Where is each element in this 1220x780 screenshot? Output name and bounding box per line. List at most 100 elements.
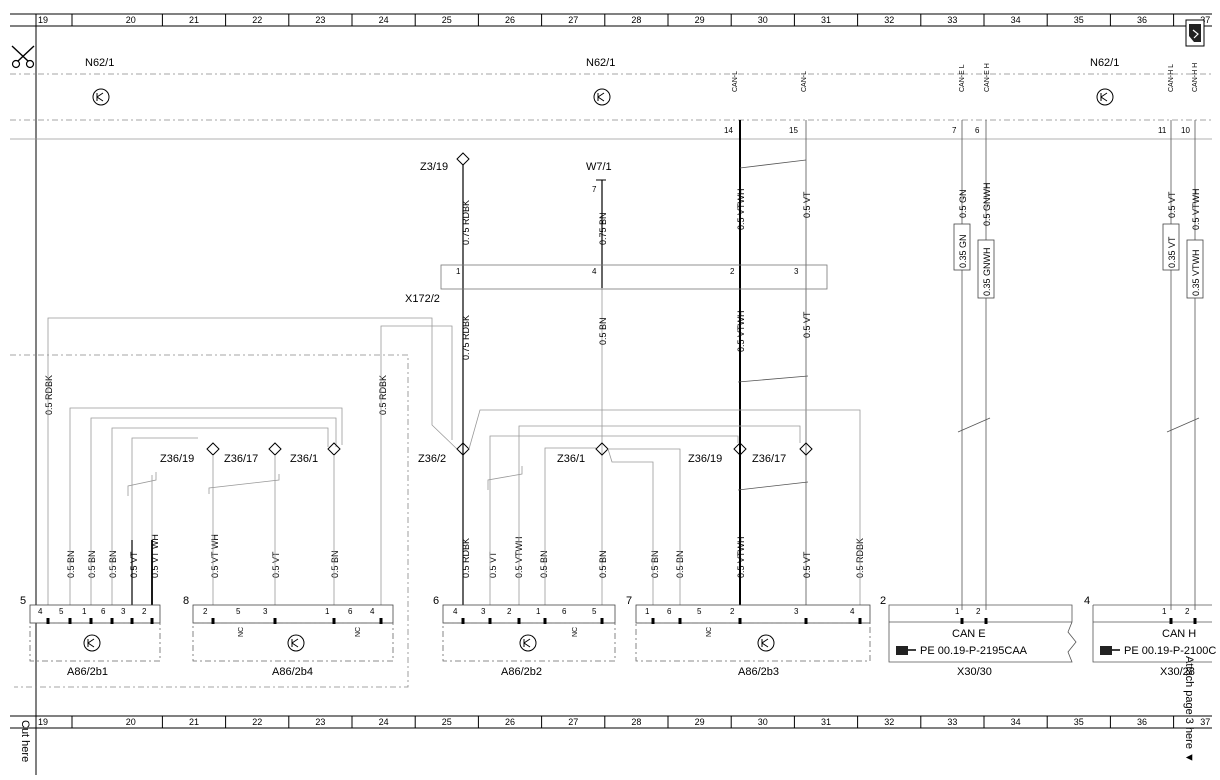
transistor-icon [83, 634, 101, 652]
pin-number: 1 [456, 267, 461, 276]
component-a86-2b1: 5 4 5 1 6 3 2 A86/2b1 [20, 595, 161, 678]
ruler-number: 22 [252, 15, 262, 25]
pin-number: 3 [794, 267, 799, 276]
ruler-number: 24 [379, 717, 389, 727]
ruler-number: 31 [821, 717, 831, 727]
can-e-block: 2 1 2 CAN E PE 00.19-P-2195CAA X30/30 [880, 595, 1077, 678]
pin-stub [651, 618, 655, 624]
wire-label: 0.5 RDBK [461, 538, 471, 578]
pin-number: 6 [667, 607, 672, 616]
pin-stub [332, 618, 336, 624]
reference-link[interactable]: PE 00.19-P-2100C [1124, 645, 1216, 657]
reference-link[interactable]: PE 00.19-P-2195CAA [920, 645, 1028, 657]
pin-number: 2 [730, 267, 735, 276]
wire-label: 0.5 BN [598, 317, 608, 345]
pin-number: 1 [536, 607, 541, 616]
wire-label: 0.5 VT [1167, 191, 1177, 218]
pin-stub [960, 618, 964, 624]
wire-label: 0.5 BN [66, 550, 76, 578]
ruler-number: 23 [315, 717, 325, 727]
cut-here-label: Cut here [19, 720, 31, 762]
component-label: X30/30 [957, 666, 992, 678]
wire-labels: 0.75 RDBK 0.75 BN 0.5 VTWH 0.5 VT 0.5 GN… [44, 182, 1204, 578]
pin-number: 6 [562, 607, 567, 616]
pin-stub [543, 618, 547, 624]
pin-can-l-2: CAN-L [801, 71, 808, 92]
pin-number: 2 [142, 607, 147, 616]
wire-label: 0.5 GNWH [982, 182, 992, 226]
ruler-number: 21 [189, 15, 199, 25]
component-a86-2b2: 6 4 3 2 1 6 5 NC A86/2b2 [433, 595, 616, 678]
pin-stub [738, 618, 742, 624]
x172-2-label: X172/2 [405, 293, 440, 305]
wire-label: 0.5 RDBK [378, 375, 388, 415]
component-label: A86/2b2 [501, 666, 542, 678]
ruler-number: 25 [442, 15, 452, 25]
wire-label: 0.35 GN [958, 234, 968, 268]
pin-stub [273, 618, 277, 624]
wire-label: 0.5 VT [271, 551, 281, 578]
n62-label-1: N62/1 [85, 57, 114, 69]
pin-can-h-l: CAN-H L [1168, 64, 1175, 92]
pin-number: 2 [976, 607, 981, 616]
pin-number: 2 [1185, 607, 1190, 616]
component-number: 4 [1084, 595, 1090, 607]
z36-1-label: Z36/1 [290, 453, 318, 465]
wire-label: 0.5 GN [958, 189, 968, 218]
wire-label: 0.5 BN [87, 550, 97, 578]
ruler-number: 37 [1200, 717, 1210, 727]
pin-number: 2 [730, 607, 735, 616]
nc-label: NC [706, 627, 713, 637]
pin-stub [488, 618, 492, 624]
ruler-number: 25 [442, 717, 452, 727]
pin-number: 1 [1162, 607, 1167, 616]
component-number: 8 [183, 595, 189, 607]
pin-stub [1193, 618, 1197, 624]
z36-19-label: Z36/19 [160, 453, 194, 465]
pin-number: 7 [952, 126, 957, 135]
n62-label-3: N62/1 [1090, 57, 1119, 69]
wire-label: 0.75 BN [598, 212, 608, 245]
component-label: A86/2b3 [738, 666, 779, 678]
wire-label: 0.5 BN [108, 550, 118, 578]
sensor-group-boundary [10, 354, 409, 688]
w7-1-label: W7/1 [586, 161, 612, 173]
pin-stub [46, 618, 50, 624]
right-wiring: Z36/2 Z36/1 Z36/19 Z36/17 [418, 409, 861, 620]
z3-19-connector: Z3/19 [420, 152, 470, 620]
pin-number: 4 [850, 607, 855, 616]
pin-can-l-1: CAN-L [732, 71, 739, 92]
ruler-number: 28 [631, 15, 641, 25]
pin-stub [150, 618, 154, 624]
wire-label: 0.75 RDBK [461, 200, 471, 245]
z36-2-label: Z36/2 [418, 453, 446, 465]
pin-number: 5 [59, 607, 64, 616]
ruler-number: 35 [1074, 717, 1084, 727]
component-a86-2b4: 8 2 5 3 1 6 4 NC NC A86/2b4 [183, 595, 394, 678]
pin-stub [600, 618, 604, 624]
ruler-number: 26 [505, 15, 515, 25]
ruler-number: 24 [379, 15, 389, 25]
ruler-number: 29 [695, 15, 705, 25]
pin-stubs [46, 618, 1197, 624]
ruler-number: 27 [568, 717, 578, 727]
pin-stub [984, 618, 988, 624]
pin-stub [130, 618, 134, 624]
z36-17-label: Z36/17 [224, 453, 258, 465]
wire-label: 0.5 VTWH [736, 188, 746, 230]
z36-1-label-2: Z36/1 [557, 453, 585, 465]
ruler-number: 19 [38, 15, 48, 25]
pin-number: 5 [592, 607, 597, 616]
w7-1-connector: W7/1 7 [586, 161, 612, 620]
attach-page-label: Attach page 3 here ▼ [1183, 656, 1195, 763]
pin-can-e-l: CAN-E L [959, 64, 966, 92]
ruler-number: 37 [1200, 15, 1210, 25]
reference-icon [1100, 646, 1120, 655]
pin-number: 1 [645, 607, 650, 616]
can-title: CAN E [952, 628, 986, 640]
ruler-number: 21 [189, 717, 199, 727]
scissors-icon [11, 45, 35, 69]
transistor-icon [92, 88, 110, 106]
